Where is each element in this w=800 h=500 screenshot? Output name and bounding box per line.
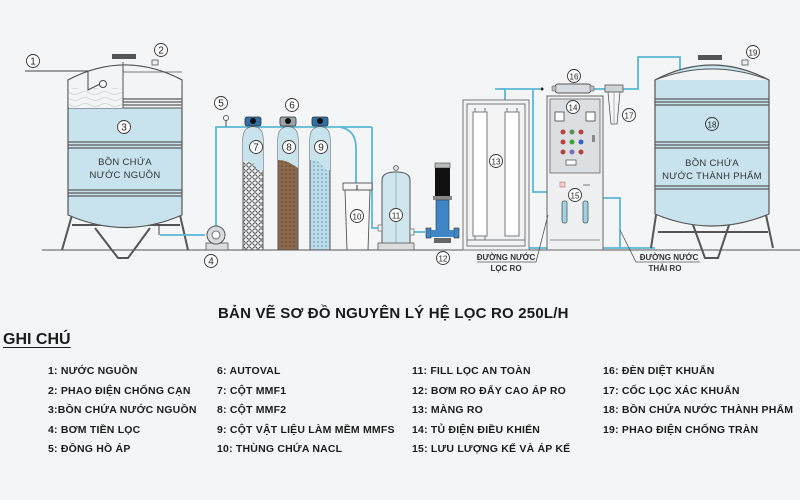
product-tank: BỒN CHỨA NƯỚC THÀNH PHẨM: [650, 55, 774, 259]
legend-item: 17: CỐC LỌC XÁC KHUẨN: [603, 384, 740, 397]
svg-text:11: 11: [392, 212, 401, 221]
softener-column: [309, 116, 331, 251]
callout-2: 2: [154, 43, 168, 57]
waste-line-label: ĐƯỜNG NƯỚC THẢI RO: [619, 229, 700, 273]
legend-item: 4: BƠM TIỀN LỌC: [48, 423, 141, 436]
prefilter-pump: [205, 225, 229, 251]
svg-text:8: 8: [286, 143, 292, 154]
ro-system-diagram: BỒN CHỨA NƯỚC NGUỒN: [25, 43, 800, 273]
svg-text:4: 4: [208, 257, 214, 268]
diagram-title: BẢN VẼ SƠ ĐỒ NGUYÊN LÝ HỆ LỌC RO 250L/H: [218, 305, 569, 322]
svg-text:16: 16: [570, 73, 579, 82]
svg-text:3: 3: [121, 123, 127, 134]
safety-filter: [377, 165, 415, 251]
callout-4: 4: [204, 254, 218, 268]
svg-text:LỌC RO: LỌC RO: [490, 264, 521, 273]
svg-text:14: 14: [569, 104, 578, 113]
svg-text:1: 1: [30, 57, 36, 68]
svg-text:9: 9: [318, 143, 324, 154]
product-tank-label-1: BỒN CHỨA: [685, 157, 739, 169]
legend-item: 1: NƯỚC NGUỒN: [48, 365, 138, 377]
callout-3: 3: [117, 120, 131, 134]
legend-item: 7: CỘT MMF1: [217, 384, 287, 397]
legend-item: 2: PHAO ĐIỆN CHỐNG CẠN: [48, 384, 191, 397]
uv-lamp: [540, 83, 595, 94]
callout-16: 16: [567, 69, 581, 83]
svg-text:13: 13: [492, 158, 501, 167]
ro-high-pressure-pump: [425, 162, 460, 243]
legend-column-3: 11: FILL LỌC AN TOÀN 12: BƠM RO ĐẨY CAO …: [412, 364, 570, 462]
source-tank-label-2: NƯỚC NGUỒN: [90, 169, 161, 181]
legend-column-2: 6: AUTOVAL 7: CỘT MMF1 8: CỘT MMF2 9: CỘ…: [217, 364, 395, 462]
ro-membrane-rack: [462, 99, 530, 251]
source-tank: BỒN CHỨA NƯỚC NGUỒN: [25, 54, 189, 259]
callout-19: 19: [746, 45, 760, 59]
bacteria-filter-cup: [604, 84, 624, 125]
legend-item: 6: AUTOVAL: [217, 365, 281, 377]
callout-12: 12: [436, 251, 450, 265]
svg-text:THẢI RO: THẢI RO: [649, 264, 682, 273]
callout-7: 7: [249, 140, 263, 154]
legend-item: 3:BỒN CHỨA NƯỚC NGUỒN: [48, 404, 197, 416]
callouts: 1 2 3 4 5 6 7 8 9 10 11 12 13 14 15 16 1…: [26, 43, 760, 268]
flowmeter-1: [561, 200, 568, 224]
svg-text:7: 7: [253, 143, 259, 154]
legend-item: 19: PHAO ĐIỆN CHỐNG TRÀN: [603, 423, 759, 436]
callout-9: 9: [314, 140, 328, 154]
ro-line-label: ĐƯỜNG NƯỚC LỌC RO: [477, 214, 549, 273]
svg-text:19: 19: [749, 49, 758, 58]
callout-18: 18: [705, 117, 719, 131]
svg-text:2: 2: [158, 46, 164, 57]
legend-heading: GHI CHÚ: [3, 331, 71, 348]
callout-15: 15: [568, 188, 582, 202]
callout-1: 1: [26, 54, 40, 68]
callout-10: 10: [350, 209, 364, 223]
mmf1-column: [242, 116, 264, 251]
legend-item: 9: CỘT VẬT LIỆU LÀM MỀM MMFS: [217, 423, 395, 436]
source-tank-label-1: BỒN CHỨA: [98, 156, 152, 168]
legend-item: 11: FILL LỌC AN TOÀN: [412, 365, 531, 377]
svg-text:17: 17: [625, 112, 634, 121]
flowmeter-2: [582, 200, 589, 224]
legend-item: 15: LƯU LƯỢNG KẾ VÀ ÁP KẾ: [412, 443, 571, 455]
legend-item: 10: THÙNG CHỨA NACL: [217, 443, 343, 455]
legend-column-1: 1: NƯỚC NGUỒN 2: PHAO ĐIỆN CHỐNG CẠN 3:B…: [48, 364, 197, 462]
svg-text:6: 6: [289, 101, 295, 112]
product-tank-label-2: NƯỚC THÀNH PHẨM: [662, 170, 762, 182]
mmf2-column: [277, 116, 299, 251]
svg-text:18: 18: [708, 121, 717, 130]
legend-item: 18: BỒN CHỨA NƯỚC THÀNH PHẨM: [603, 404, 794, 416]
svg-text:12: 12: [439, 255, 448, 264]
svg-text:5: 5: [218, 99, 224, 110]
callout-5: 5: [214, 96, 228, 110]
callout-11: 11: [389, 208, 403, 222]
svg-text:10: 10: [353, 213, 362, 222]
pressure-gauge: [223, 115, 229, 127]
callout-17: 17: [622, 108, 636, 122]
svg-text:ĐƯỜNG NƯỚC: ĐƯỜNG NƯỚC: [477, 253, 536, 262]
svg-text:15: 15: [571, 192, 580, 201]
legend-item: 13: MÀNG RO: [412, 404, 484, 416]
legend-item: 14: TỦ ĐIỆN ĐIỀU KHIỂN: [412, 423, 541, 436]
callout-14: 14: [566, 100, 580, 114]
legend-item: 16: ĐÈN DIỆT KHUẨN: [603, 365, 715, 377]
svg-text:ĐƯỜNG NƯỚC: ĐƯỜNG NƯỚC: [640, 253, 699, 262]
callout-13: 13: [489, 154, 503, 168]
callout-6: 6: [285, 98, 299, 112]
control-cabinet: [546, 95, 604, 251]
legend-item: 5: ĐỒNG HỒ ÁP: [48, 443, 131, 455]
callout-8: 8: [282, 140, 296, 154]
legend-item: 12: BƠM RO ĐẨY CAO ÁP RO: [412, 384, 566, 397]
legend-item: 8: CỘT MMF2: [217, 404, 287, 416]
legend-column-4: 16: ĐÈN DIỆT KHUẨN 17: CỐC LỌC XÁC KHUẨN…: [603, 364, 793, 442]
